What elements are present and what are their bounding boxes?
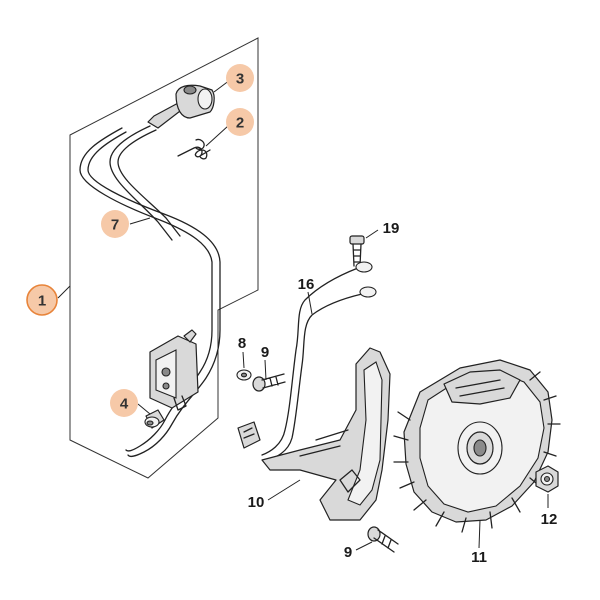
spring-clip [177,138,211,160]
callout-1-label: 1 [38,293,46,310]
ignition-lead [79,125,221,458]
ignition-module [149,329,199,411]
ignition-module-group-frame [69,37,259,479]
callout-8-label: 8 [238,335,246,352]
callout-3[interactable]: 3 [226,64,254,92]
callout-9-lower-label: 9 [344,544,352,561]
callout-1[interactable]: 1 [26,284,58,316]
nut-12 [535,465,559,493]
callout-2[interactable]: 2 [226,108,254,136]
screw-19 [349,235,365,267]
callout-2-label: 2 [236,115,244,132]
callouts: 1 2 3 4 7 8 9 9 [26,64,558,566]
callout-7-label: 7 [111,217,119,234]
callout-12[interactable]: 12 [541,511,558,528]
callout-9-upper-label: 9 [261,344,269,361]
callout-4[interactable]: 4 [110,389,138,417]
terminal-cap [144,409,165,429]
callout-16[interactable]: 16 [298,276,315,293]
callout-11-label: 11 [471,549,487,566]
callout-19-label: 19 [383,220,400,237]
callout-8[interactable]: 8 [238,335,246,352]
callout-10[interactable]: 10 [248,494,265,511]
screw-9-lower [367,526,399,553]
callout-10-label: 10 [248,494,265,511]
callout-19[interactable]: 19 [383,220,400,237]
callout-7[interactable]: 7 [101,210,129,238]
callout-12-label: 12 [541,511,558,528]
bracket-10 [261,347,391,521]
callout-11[interactable]: 11 [471,549,487,566]
flywheel-11 [393,359,561,533]
callout-3-label: 3 [236,71,244,88]
leader-lines [57,79,549,551]
wire-harness [237,261,377,461]
screw-9-upper [252,373,286,392]
washer-8 [236,369,252,381]
callout-9-upper[interactable]: 9 [261,344,269,361]
callout-16-label: 16 [298,276,315,293]
callout-9-lower[interactable]: 9 [344,544,352,561]
callout-4-label: 4 [120,396,129,413]
spark-plug-boot [147,84,215,129]
